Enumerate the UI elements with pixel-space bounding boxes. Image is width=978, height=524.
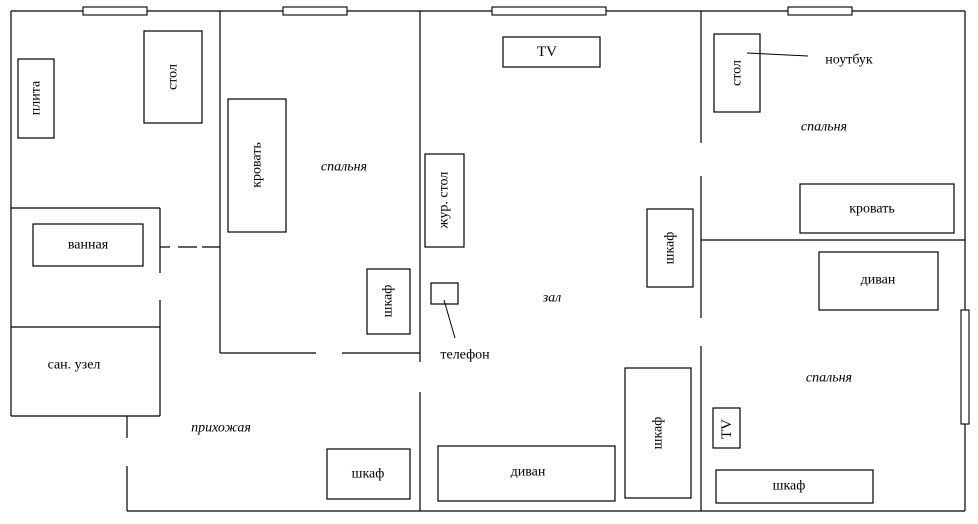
- toilet-label: сан. узел: [48, 358, 101, 373]
- wardrobe-hallway-label: шкаф: [352, 467, 385, 482]
- wardrobe-hall-right: шкаф: [646, 208, 694, 288]
- windows: [82, 6, 970, 425]
- bathroom-label: ванная: [68, 238, 109, 253]
- room-label-bedroom-bottom-right: спальня: [806, 371, 852, 386]
- window-bedroom-right: [787, 6, 853, 16]
- tv-hall-label: TV: [537, 44, 557, 60]
- sofa-right: диван: [818, 251, 939, 311]
- desk-right-label: стол: [730, 60, 745, 86]
- tv-right-label: TV: [719, 419, 735, 439]
- bed-left: кровать: [227, 98, 287, 233]
- tv-hall: TV: [502, 36, 601, 68]
- bed-right-label: кровать: [849, 202, 895, 217]
- window-side-right: [960, 309, 970, 425]
- stove-label: плита: [29, 80, 44, 115]
- wardrobe-right-label: шкаф: [773, 479, 806, 494]
- bed-right: кровать: [799, 183, 955, 234]
- window-kitchen: [82, 6, 148, 16]
- room-label-hall: зал: [542, 291, 562, 306]
- sofa-hall: диван: [437, 445, 616, 502]
- wardrobe-right: шкаф: [715, 469, 874, 504]
- kitchen-table-label: стол: [166, 64, 181, 90]
- laptop-leader-line: [746, 52, 809, 57]
- sofa-right-label: диван: [861, 273, 896, 288]
- wardrobe-hall-right-label: шкаф: [663, 232, 678, 265]
- bathtub: ванная: [32, 223, 144, 267]
- bed-left-label: кровать: [250, 142, 265, 188]
- window-bedroom-left: [282, 6, 348, 16]
- sofa-hall-label: диван: [511, 465, 546, 480]
- room-label-hallway: прихожая: [191, 421, 251, 436]
- coffee-table: жур. стол: [424, 153, 465, 248]
- wardrobe-hallway: шкаф: [326, 448, 411, 500]
- phone-stand: [430, 282, 459, 305]
- wardrobe-left-label: шкаф: [381, 285, 396, 318]
- phone-label: телефон: [440, 348, 490, 363]
- room-label-bedroom-left: спальня: [321, 160, 367, 175]
- stove: плита: [17, 58, 55, 139]
- room-label-bedroom-top-right: спальня: [801, 120, 847, 135]
- wardrobe-hall-bottom: шкаф: [624, 367, 692, 499]
- phone-leader-line: [443, 299, 456, 339]
- kitchen-table: стол: [143, 30, 203, 124]
- wardrobe-left: шкаф: [366, 268, 411, 335]
- coffee-table-label: жур. стол: [437, 172, 452, 230]
- laptop-label: ноутбук: [825, 53, 873, 68]
- window-hall: [491, 6, 607, 16]
- wardrobe-hall-bottom-label: шкаф: [651, 417, 666, 450]
- desk-right: стол: [713, 33, 761, 113]
- tv-right: TV: [712, 407, 741, 449]
